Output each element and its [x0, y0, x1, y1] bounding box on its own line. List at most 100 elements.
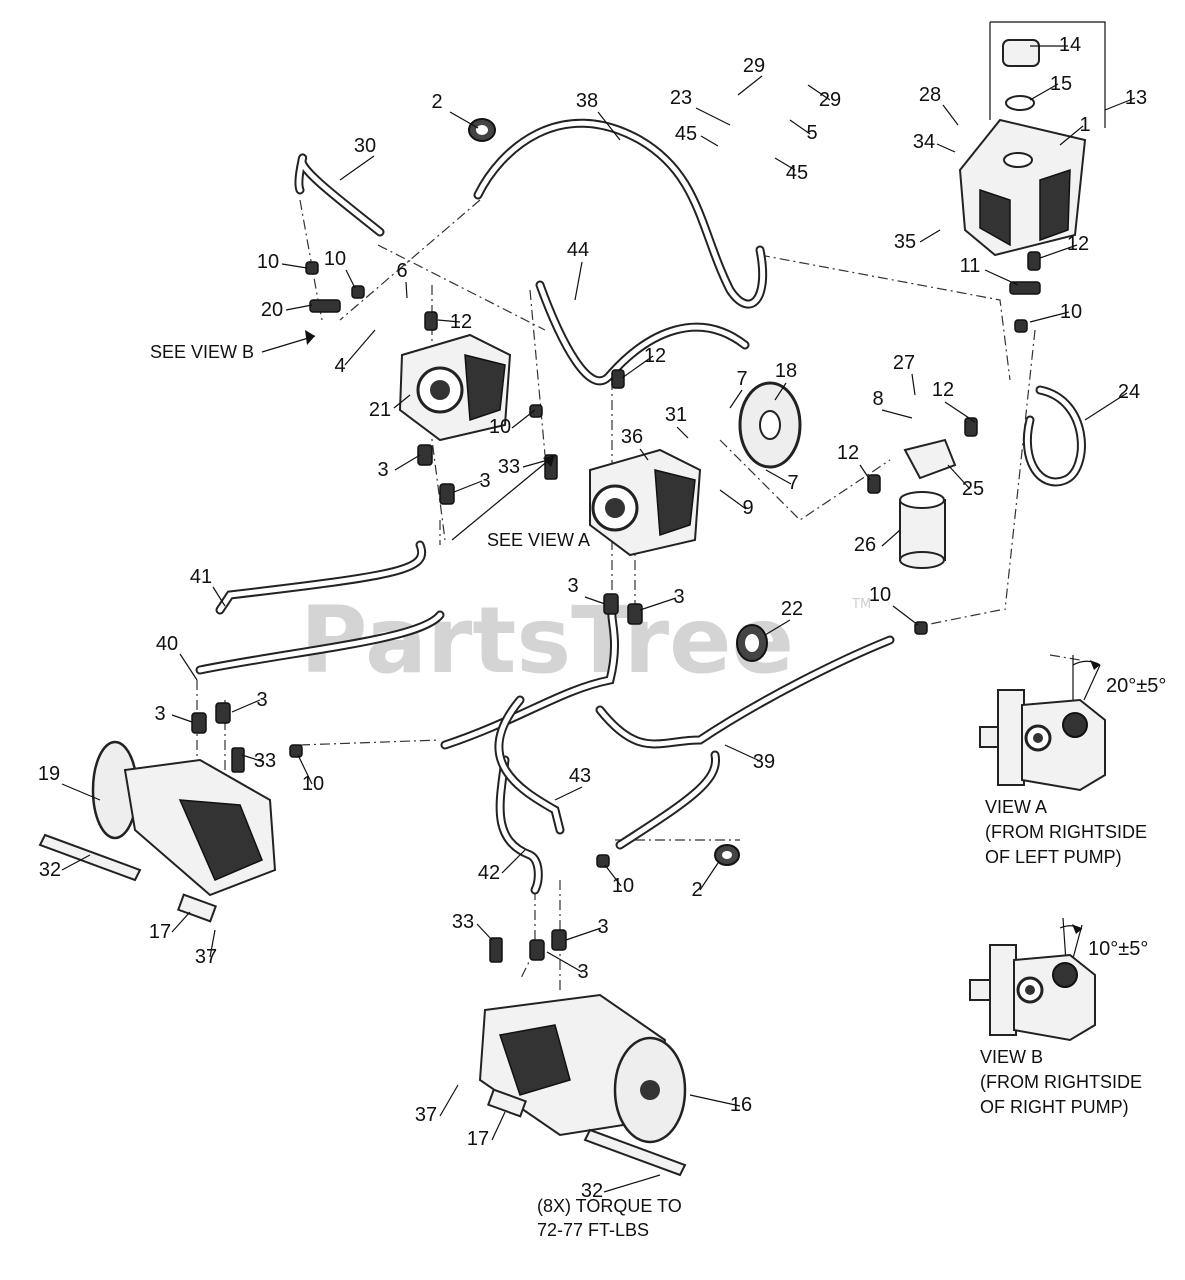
callout-c-16: 16 — [730, 1094, 752, 1116]
callout-c-44: 44 — [567, 239, 589, 261]
callout-c-43: 43 — [569, 765, 591, 787]
callout-c-10a: 10 — [1060, 301, 1082, 323]
callout-c-8: 8 — [872, 388, 883, 410]
view-pointers — [261, 330, 556, 541]
callout-c-3d: 3 — [673, 586, 684, 608]
callout-c-10e: 10 — [869, 584, 891, 606]
leader-lines — [61, 45, 1136, 1193]
callout-c-31: 31 — [665, 404, 687, 426]
callout-c-2a: 2 — [431, 91, 442, 113]
callout-c-34: 34 — [913, 131, 935, 153]
callout-c-7a: 7 — [736, 368, 747, 390]
callout-c-1: 1 — [1079, 114, 1090, 136]
callout-c-37b: 37 — [415, 1104, 437, 1126]
callout-c-14: 14 — [1059, 34, 1081, 56]
callout-c-10b: 10 — [257, 251, 279, 273]
view-a-line3: OF LEFT PUMP) — [985, 847, 1122, 867]
see-view-b-note: SEE VIEW B — [150, 342, 254, 362]
callout-c-17b: 17 — [467, 1128, 489, 1150]
left-wheel-motor — [38, 740, 277, 923]
callout-c-26: 26 — [854, 534, 876, 556]
callout-c-17a: 17 — [149, 921, 171, 943]
right-pump — [398, 333, 512, 442]
callout-c-23: 23 — [670, 87, 692, 109]
callout-c-28: 28 — [919, 84, 941, 106]
callout-c-12d: 12 — [932, 379, 954, 401]
callout-c-12c: 12 — [644, 345, 666, 367]
callout-c-12e: 12 — [837, 442, 859, 464]
right-wheel-motor — [478, 993, 687, 1177]
view-b-angle: 10°±5° — [1088, 938, 1148, 960]
callout-c-15: 15 — [1050, 73, 1072, 95]
callout-c-45b: 45 — [786, 162, 808, 184]
callout-c-10g: 10 — [612, 875, 634, 897]
callout-c-3g: 3 — [597, 916, 608, 938]
callout-c-3b: 3 — [479, 470, 490, 492]
callout-c-3e: 3 — [154, 703, 165, 725]
callout-c-3f: 3 — [256, 689, 267, 711]
view-a-inset: 20°±5° VIEW A (FROM RIGHTSIDE OF LEFT PU… — [979, 655, 1166, 867]
callout-c-3h: 3 — [577, 961, 588, 983]
callout-c-12b: 12 — [450, 311, 472, 333]
reservoir-cap — [1002, 39, 1040, 67]
callout-c-6: 6 — [396, 260, 407, 282]
callout-c-35: 35 — [894, 231, 916, 253]
callout-c-4: 4 — [334, 355, 345, 377]
callout-c-37a: 37 — [195, 946, 217, 968]
callout-c-42: 42 — [478, 862, 500, 884]
seal-ring — [1005, 95, 1035, 111]
left-pump — [589, 381, 802, 557]
callout-c-9: 9 — [742, 497, 753, 519]
callout-c-7b: 7 — [787, 472, 798, 494]
callout-c-40: 40 — [156, 633, 178, 655]
callout-c-36: 36 — [621, 426, 643, 448]
view-b-title: VIEW B — [980, 1047, 1043, 1067]
callout-c-27: 27 — [893, 352, 915, 374]
callout-c-32a: 32 — [39, 859, 61, 881]
callout-c-13: 13 — [1125, 87, 1147, 109]
callout-c-5: 5 — [806, 122, 817, 144]
callout-c-29a: 29 — [743, 55, 765, 77]
callout-c-10c: 10 — [324, 248, 346, 270]
callout-c-38: 38 — [576, 90, 598, 112]
callout-c-3c: 3 — [567, 575, 578, 597]
filter-assembly — [899, 438, 957, 569]
view-a-title: VIEW A — [985, 797, 1047, 817]
callout-c-11: 11 — [960, 255, 981, 277]
callout-c-33a: 33 — [498, 456, 520, 478]
reservoir-assembly — [958, 21, 1106, 257]
hose-group — [195, 118, 1086, 895]
callout-c-21: 21 — [369, 399, 391, 421]
callout-c-24: 24 — [1118, 381, 1140, 403]
fittings — [191, 251, 1041, 963]
callout-c-10d: 10 — [489, 416, 511, 438]
callout-c-2b: 2 — [691, 879, 702, 901]
callout-c-33c: 33 — [452, 911, 474, 933]
torque-note-line1: (8X) TORQUE TO — [537, 1196, 682, 1216]
view-b-inset: 10°±5° VIEW B (FROM RIGHTSIDE OF RIGHT P… — [969, 917, 1148, 1117]
callout-c-39: 39 — [753, 751, 775, 773]
callout-c-18: 18 — [775, 360, 797, 382]
callout-c-12a: 12 — [1067, 233, 1089, 255]
callout-c-19: 19 — [38, 763, 60, 785]
callout-c-29b: 29 — [819, 89, 841, 111]
callout-c-3a: 3 — [377, 459, 388, 481]
watermark-tm: TM — [851, 597, 871, 612]
callout-c-30: 30 — [354, 135, 376, 157]
callout-c-32b: 32 — [581, 1180, 603, 1202]
callout-c-20: 20 — [261, 299, 283, 321]
callout-c-22: 22 — [781, 598, 803, 620]
torque-note-line2: 72-77 FT-LBS — [537, 1220, 649, 1240]
view-a-line2: (FROM RIGHTSIDE — [985, 822, 1147, 842]
view-a-angle: 20°±5° — [1106, 675, 1166, 697]
callout-c-45a: 45 — [675, 123, 697, 145]
callout-c-10f: 10 — [302, 773, 324, 795]
grommets — [468, 118, 768, 866]
see-view-a-note: SEE VIEW A — [487, 530, 590, 550]
view-b-line3: OF RIGHT PUMP) — [980, 1097, 1129, 1117]
callout-c-33b: 33 — [254, 750, 276, 772]
callout-c-25: 25 — [962, 478, 984, 500]
callout-c-41: 41 — [190, 566, 212, 588]
